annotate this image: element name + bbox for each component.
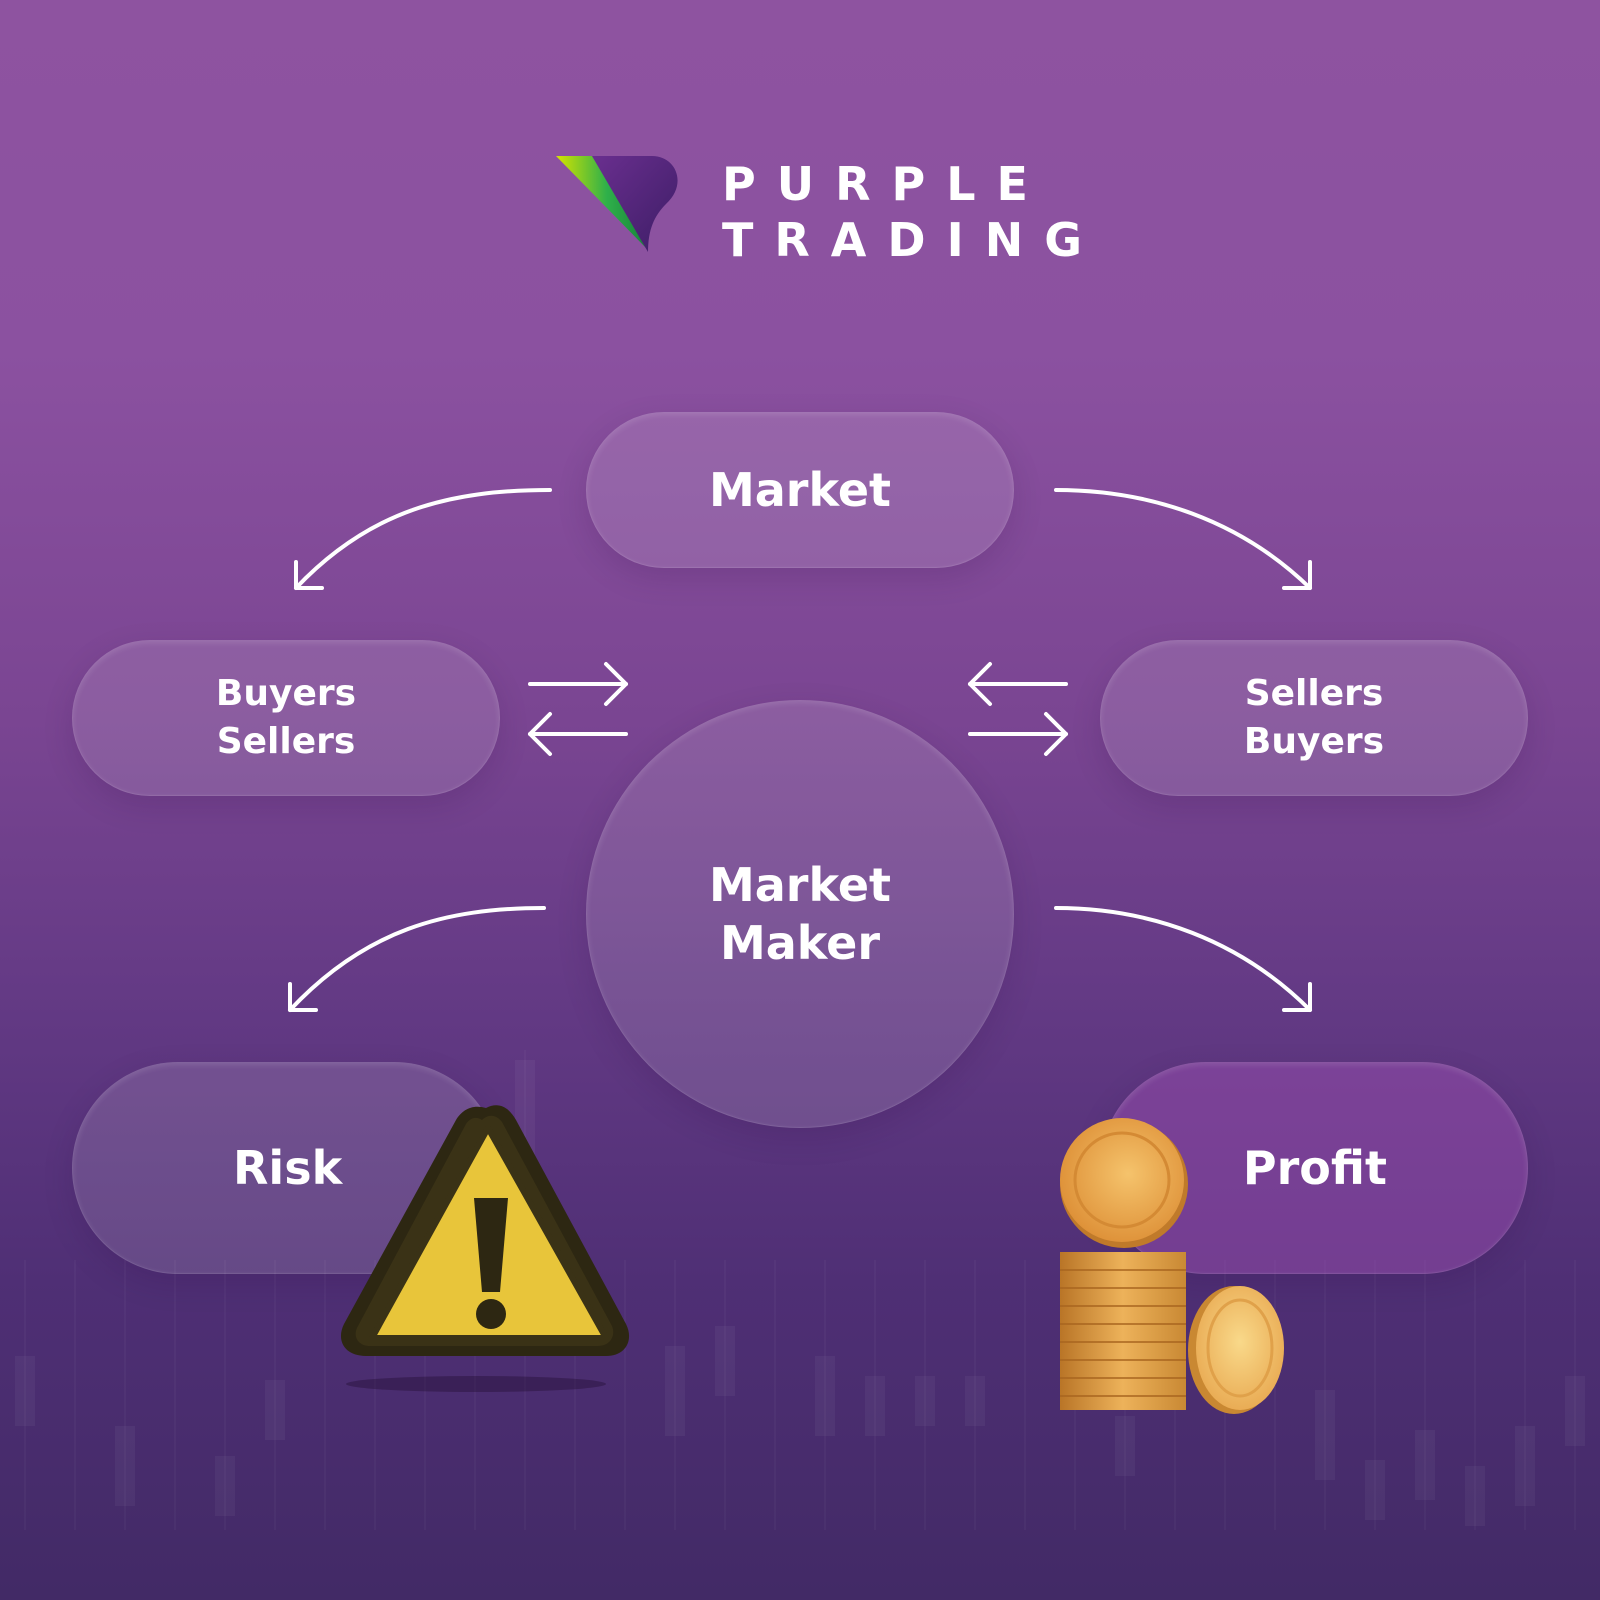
logo-line-2: TRADING bbox=[722, 213, 1103, 267]
warning-triangle-icon bbox=[340, 1105, 630, 1392]
logo-wordmark: PURPLE TRADING bbox=[722, 156, 1103, 268]
market-maker-line-2: Maker bbox=[719, 916, 881, 970]
market-label: Market bbox=[708, 463, 892, 517]
buyers-sellers-line-1: Buyers bbox=[215, 673, 357, 714]
market-node: Market bbox=[586, 412, 1014, 568]
logo-mark-icon bbox=[556, 156, 678, 252]
risk-label: Risk bbox=[233, 1141, 343, 1195]
market-maker-line-1: Market bbox=[708, 858, 892, 912]
market-maker-node: Market Maker bbox=[586, 700, 1014, 1128]
buyers-sellers-node: Buyers Sellers bbox=[72, 640, 500, 796]
logo-line-1: PURPLE bbox=[722, 157, 1049, 211]
profit-label: Profit bbox=[1242, 1141, 1387, 1195]
sellers-buyers-line-1: Sellers bbox=[1244, 673, 1384, 714]
sellers-buyers-node: Sellers Buyers bbox=[1100, 640, 1528, 796]
sellers-buyers-line-2: Buyers bbox=[1243, 721, 1385, 762]
buyers-sellers-line-2: Sellers bbox=[216, 721, 356, 762]
purple-trading-logo: PURPLE TRADING bbox=[556, 154, 1082, 267]
gold-coins-icon bbox=[1060, 1118, 1284, 1414]
